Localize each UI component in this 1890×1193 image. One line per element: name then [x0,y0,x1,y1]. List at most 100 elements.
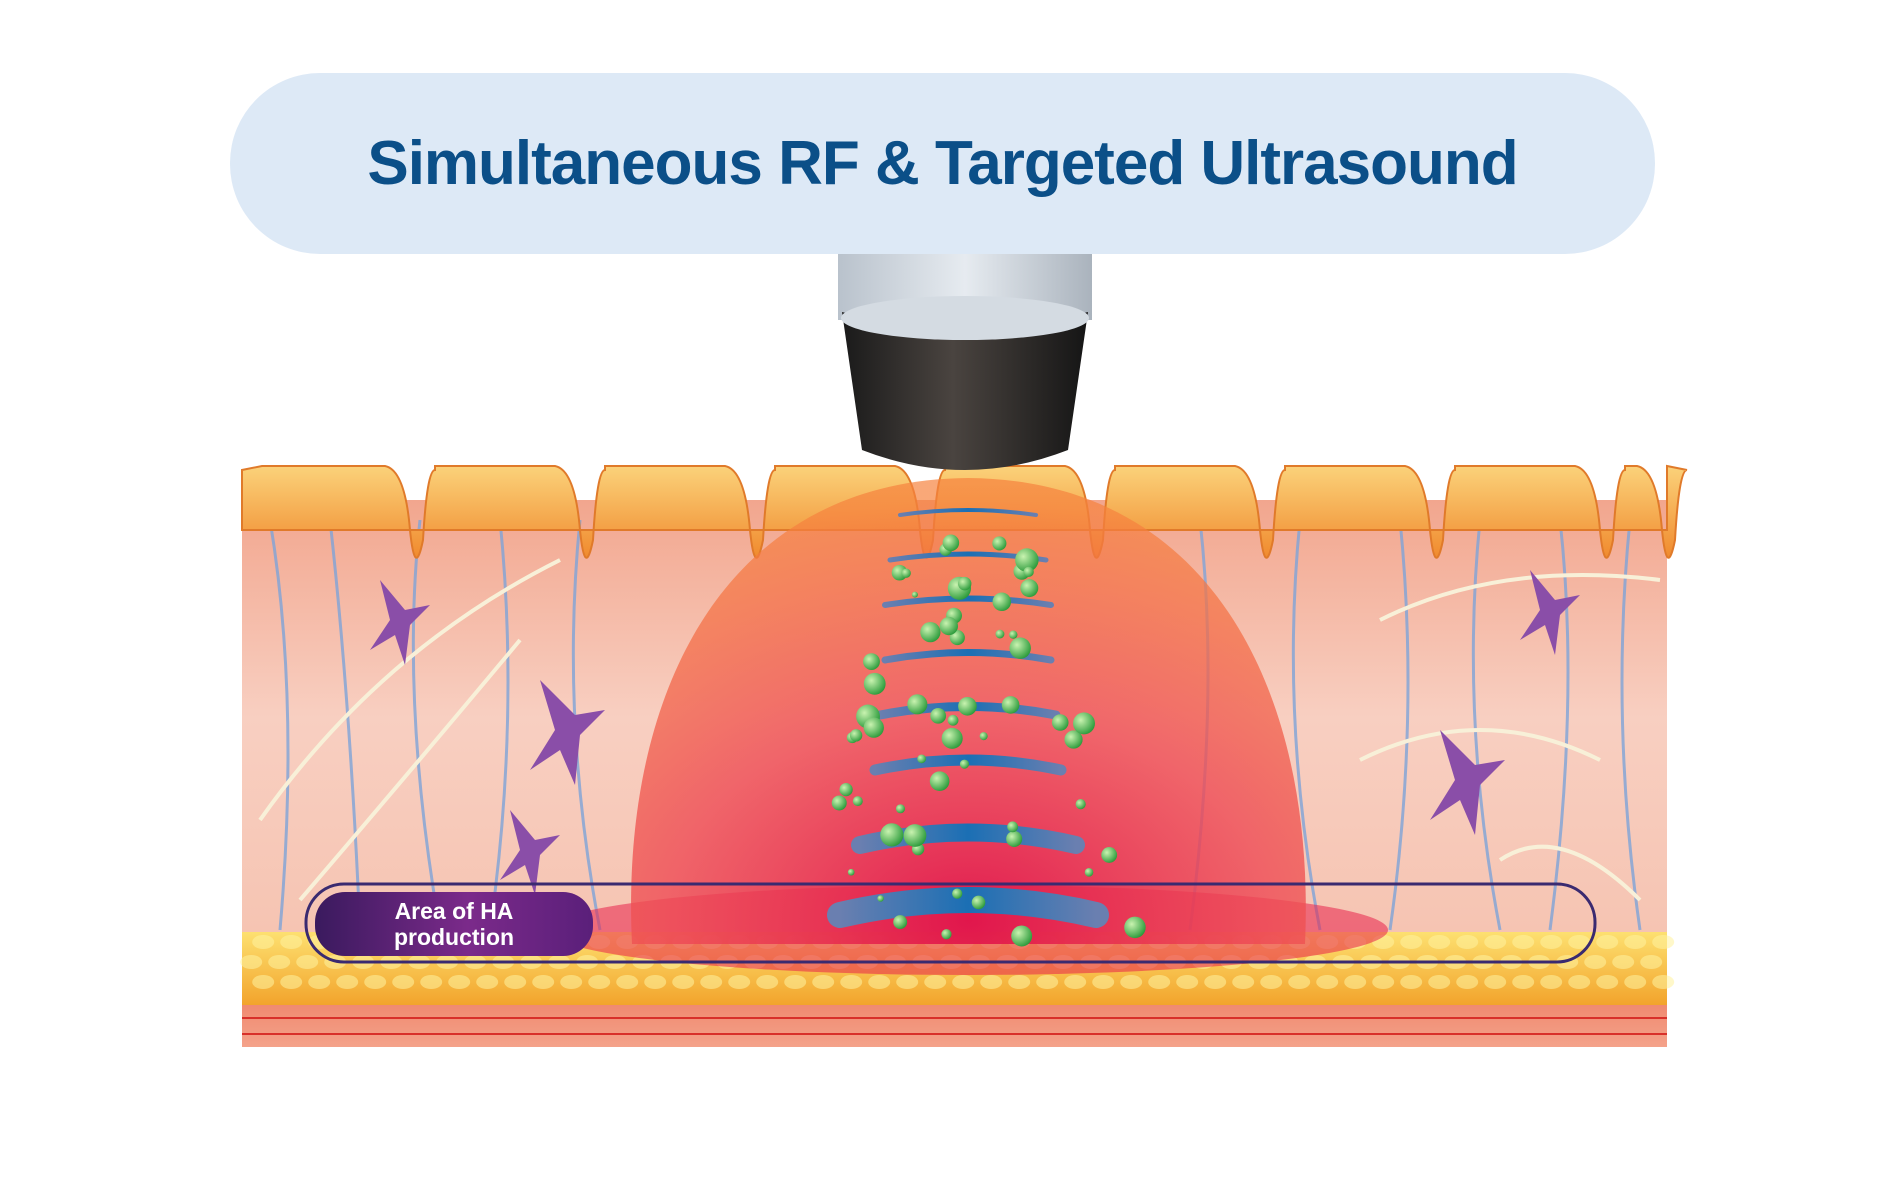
ha-particle [1020,579,1039,598]
fat-cell [364,975,387,989]
fat-cell [1484,935,1507,949]
fat-cell [1428,935,1451,949]
fat-cell [1008,975,1031,989]
fat-cell [1372,975,1395,989]
ha-particle [958,696,977,716]
fat-cell [700,975,723,989]
fat-cell [1176,975,1199,989]
ha-particle [863,672,886,695]
title-banner: Simultaneous RF & Targeted Ultrasound [230,73,1655,254]
ha-particle [941,929,952,940]
fat-cell [840,975,863,989]
ha-particle [929,771,950,792]
fat-cell [1568,975,1591,989]
area-of-ha-production-label: Area of HA production [315,892,593,956]
fat-cell [1624,975,1647,989]
ha-particle [901,568,911,578]
fat-cell [1260,975,1283,989]
fat-cell [1640,955,1663,969]
fat-cell [448,975,471,989]
ha-particle [979,732,988,741]
fat-cell [280,935,303,949]
ha-particle [849,729,863,742]
fat-cell [240,955,263,969]
ha-particle [1006,830,1023,847]
ha-particle [1009,637,1031,659]
ha-particle [1001,696,1020,714]
ha-particle [971,895,986,910]
muscle-layer [242,1005,1667,1047]
fat-cell [1540,975,1563,989]
fat-cell [504,975,527,989]
ha-particle [952,888,963,899]
fat-cell [1204,975,1227,989]
fat-cell [1344,975,1367,989]
fat-cell [1092,975,1115,989]
fat-cell [560,975,583,989]
ha-particle [895,804,906,814]
fat-cell [896,975,919,989]
ha-particle [957,576,972,591]
fat-cell [280,975,303,989]
ha-particle [1011,925,1033,947]
fat-cell [1036,975,1059,989]
fat-cell [1456,975,1479,989]
fat-cell [252,935,275,949]
fat-cell [672,975,695,989]
fat-cell [336,975,359,989]
ha-particle [903,824,927,847]
fat-cell [980,975,1003,989]
fat-cell [1652,975,1675,989]
label-line-2: production [393,924,515,950]
fat-cell [1484,975,1507,989]
fat-cell [1400,975,1423,989]
fibroblast-cells [370,570,1580,895]
ha-particle [893,915,908,930]
fat-cell [1148,975,1171,989]
ha-particle [1007,821,1019,833]
fat-cell [252,975,275,989]
fat-cell [1512,975,1535,989]
fat-cell [1624,935,1647,949]
ha-particle [839,782,853,797]
fat-cell [868,975,891,989]
fat-cell [1652,935,1675,949]
ha-particle [1064,730,1083,749]
fat-cell [728,975,751,989]
label-line-1: Area of HA [394,898,514,924]
ha-particle [959,759,970,769]
ha-particle [941,727,963,749]
ha-particle [917,754,927,764]
ha-particle [942,534,960,552]
fat-cell [420,975,443,989]
ha-particle [911,591,918,598]
ha-particle [1023,566,1034,578]
fat-cell [784,975,807,989]
ha-particle [831,795,847,811]
ha-particle [1075,799,1086,810]
fat-cell [756,975,779,989]
ha-particle [1084,867,1094,877]
ha-particle [852,796,863,807]
fat-cell [532,975,555,989]
fat-cell [1596,975,1619,989]
fat-cell [644,975,667,989]
fat-cell [1512,935,1535,949]
ha-particle [992,592,1012,612]
ha-particle [1124,916,1146,939]
fat-cell [1120,975,1143,989]
ha-particle [880,823,904,847]
fat-cell [392,975,415,989]
fat-cell [308,975,331,989]
fat-cell [1596,935,1619,949]
ha-particle [947,714,959,726]
ultrasound-probe [838,250,1092,470]
ha-particle [863,717,884,738]
ha-particle [1015,548,1039,572]
fat-cell [1316,975,1339,989]
ha-particle [995,629,1005,639]
fat-cell [952,975,975,989]
fat-cell [476,975,499,989]
ha-production-zone-outline [304,882,1597,964]
